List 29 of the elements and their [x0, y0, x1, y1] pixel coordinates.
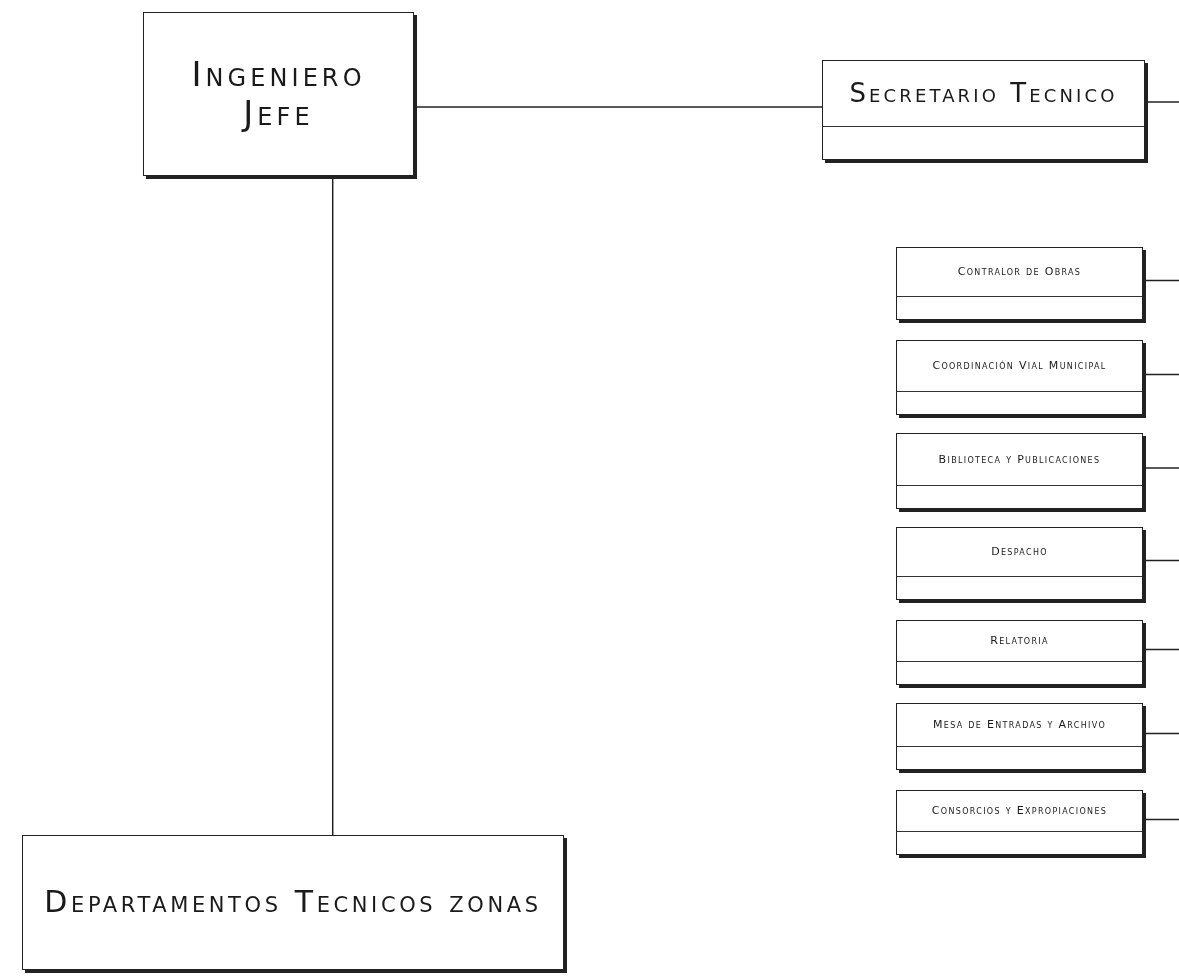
org-box [22, 835, 564, 970]
connector-line [1147, 101, 1179, 103]
unit-label: Despacho [991, 546, 1048, 559]
connector-line [1145, 279, 1179, 282]
unit-label: Relatoria [990, 635, 1049, 648]
unit-label: Secretario Tecnico [849, 79, 1118, 109]
unit-label: Departamentos Tecnicos zonas [44, 885, 542, 920]
connector-line [1145, 559, 1179, 562]
connector-line [1145, 373, 1179, 376]
org-box [896, 790, 1143, 855]
org-box [896, 433, 1143, 509]
connector-line [331, 178, 334, 836]
unit-label: Mesa de Entradas y Archivo [933, 719, 1106, 732]
org-box [896, 247, 1143, 320]
unit-label: Coordinación Vial Municipal [932, 360, 1107, 373]
org-box [896, 703, 1143, 770]
connector-line [1145, 467, 1179, 469]
unit-label: Biblioteca y Publicaciones [938, 453, 1101, 467]
unit-label: Contralor de Obras [957, 266, 1082, 279]
connector-line [1145, 818, 1179, 821]
unit-label: Consorcios y Expropiaciones [931, 805, 1108, 818]
org-box [896, 620, 1143, 685]
org-box [896, 527, 1143, 600]
connector-line [1145, 732, 1179, 735]
org-box [896, 340, 1143, 415]
org-box [822, 60, 1145, 160]
unit-label: Ingeniero Jefe [190, 54, 367, 134]
org-box [143, 12, 414, 176]
connector-line [1145, 648, 1179, 651]
